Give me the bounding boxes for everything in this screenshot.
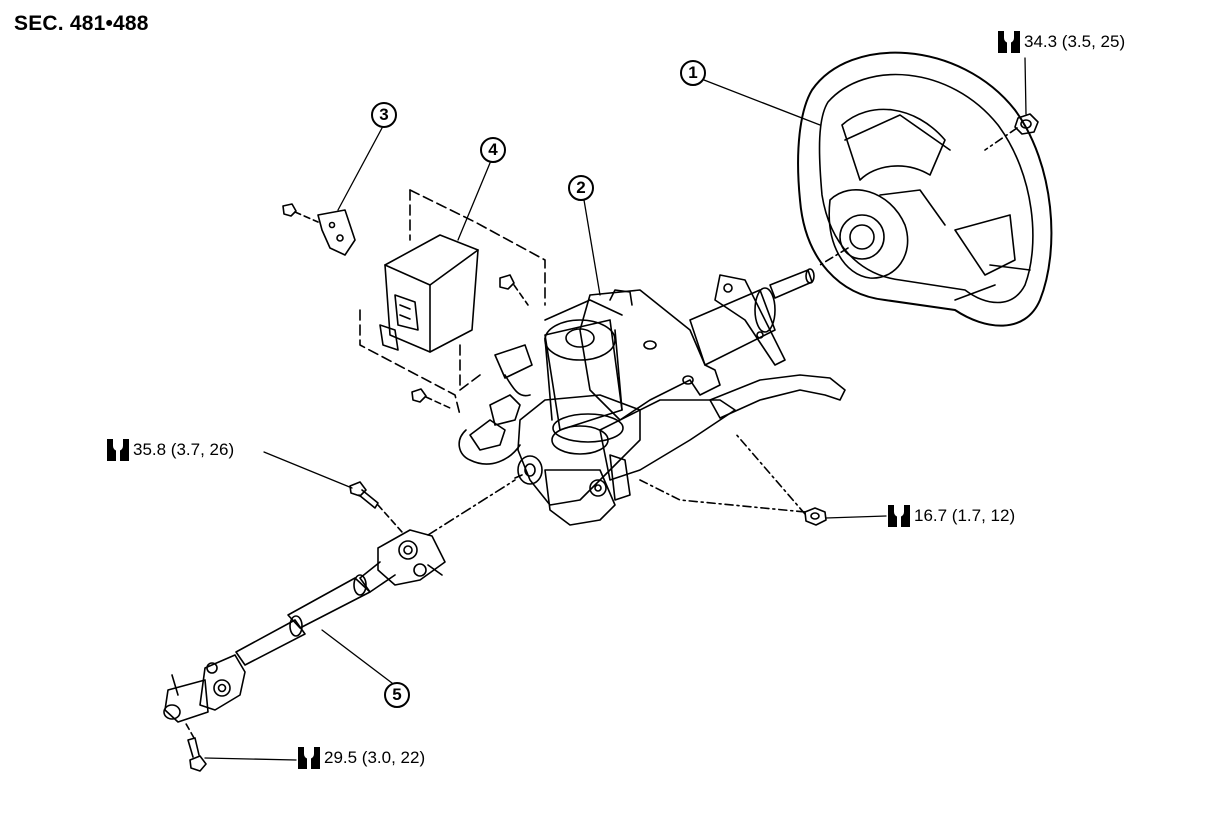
steering-column-assembly [458, 268, 846, 526]
wrench-torque-icon [107, 438, 129, 461]
callout-2-steering-column: 2 [568, 175, 594, 201]
eps-control-unit [379, 234, 479, 353]
control-unit-bolt-lower [411, 388, 427, 403]
callout-5-lower-shaft: 5 [384, 682, 410, 708]
wrench-torque-icon [998, 30, 1020, 53]
torque-value: 16.7 (1.7, 12) [914, 506, 1016, 525]
torque-value: 35.8 (3.7, 26) [133, 440, 235, 459]
steering-wheel-nut [1014, 113, 1039, 135]
callout-4-control-unit: 4 [480, 137, 506, 163]
upper-joint-bolt [349, 481, 379, 509]
leader-lines [204, 57, 1027, 761]
torque-spec-lower-joint-bolt: 29.5 (3.0, 22) [298, 746, 426, 769]
section-reference: SEC. 481•488 [14, 12, 149, 35]
wrench-torque-icon [298, 746, 320, 769]
lower-joint-bolt [187, 737, 207, 772]
torque-spec-column-nut: 16.7 (1.7, 12) [888, 504, 1016, 527]
torque-value: 29.5 (3.0, 22) [324, 748, 426, 767]
callout-1-steering-wheel: 1 [680, 60, 706, 86]
torque-spec-upper-joint-bolt: 35.8 (3.7, 26) [107, 438, 235, 461]
column-mounting-nut [804, 507, 827, 526]
steering-wheel [797, 51, 1053, 327]
wrench-torque-icon [888, 504, 910, 527]
torque-value: 34.3 (3.5, 25) [1024, 32, 1126, 51]
control-unit-bolt-upper [499, 274, 515, 290]
callout-3-bracket: 3 [371, 102, 397, 128]
lower-shaft-assembly [163, 529, 446, 723]
control-unit-bracket [317, 209, 356, 256]
bracket-bolt [282, 203, 297, 217]
torque-spec-steering-wheel-nut: 34.3 (3.5, 25) [998, 30, 1126, 53]
